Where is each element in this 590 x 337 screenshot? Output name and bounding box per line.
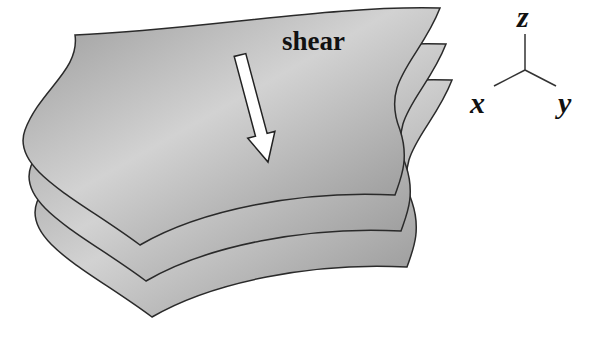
shear-arrow — [234, 54, 275, 162]
axis-label: x — [470, 88, 485, 118]
axis-label: y — [558, 88, 571, 118]
top-sheet — [23, 8, 440, 245]
shear-label: shear — [282, 28, 345, 55]
axis-label: z — [517, 2, 529, 32]
axes — [494, 34, 556, 86]
